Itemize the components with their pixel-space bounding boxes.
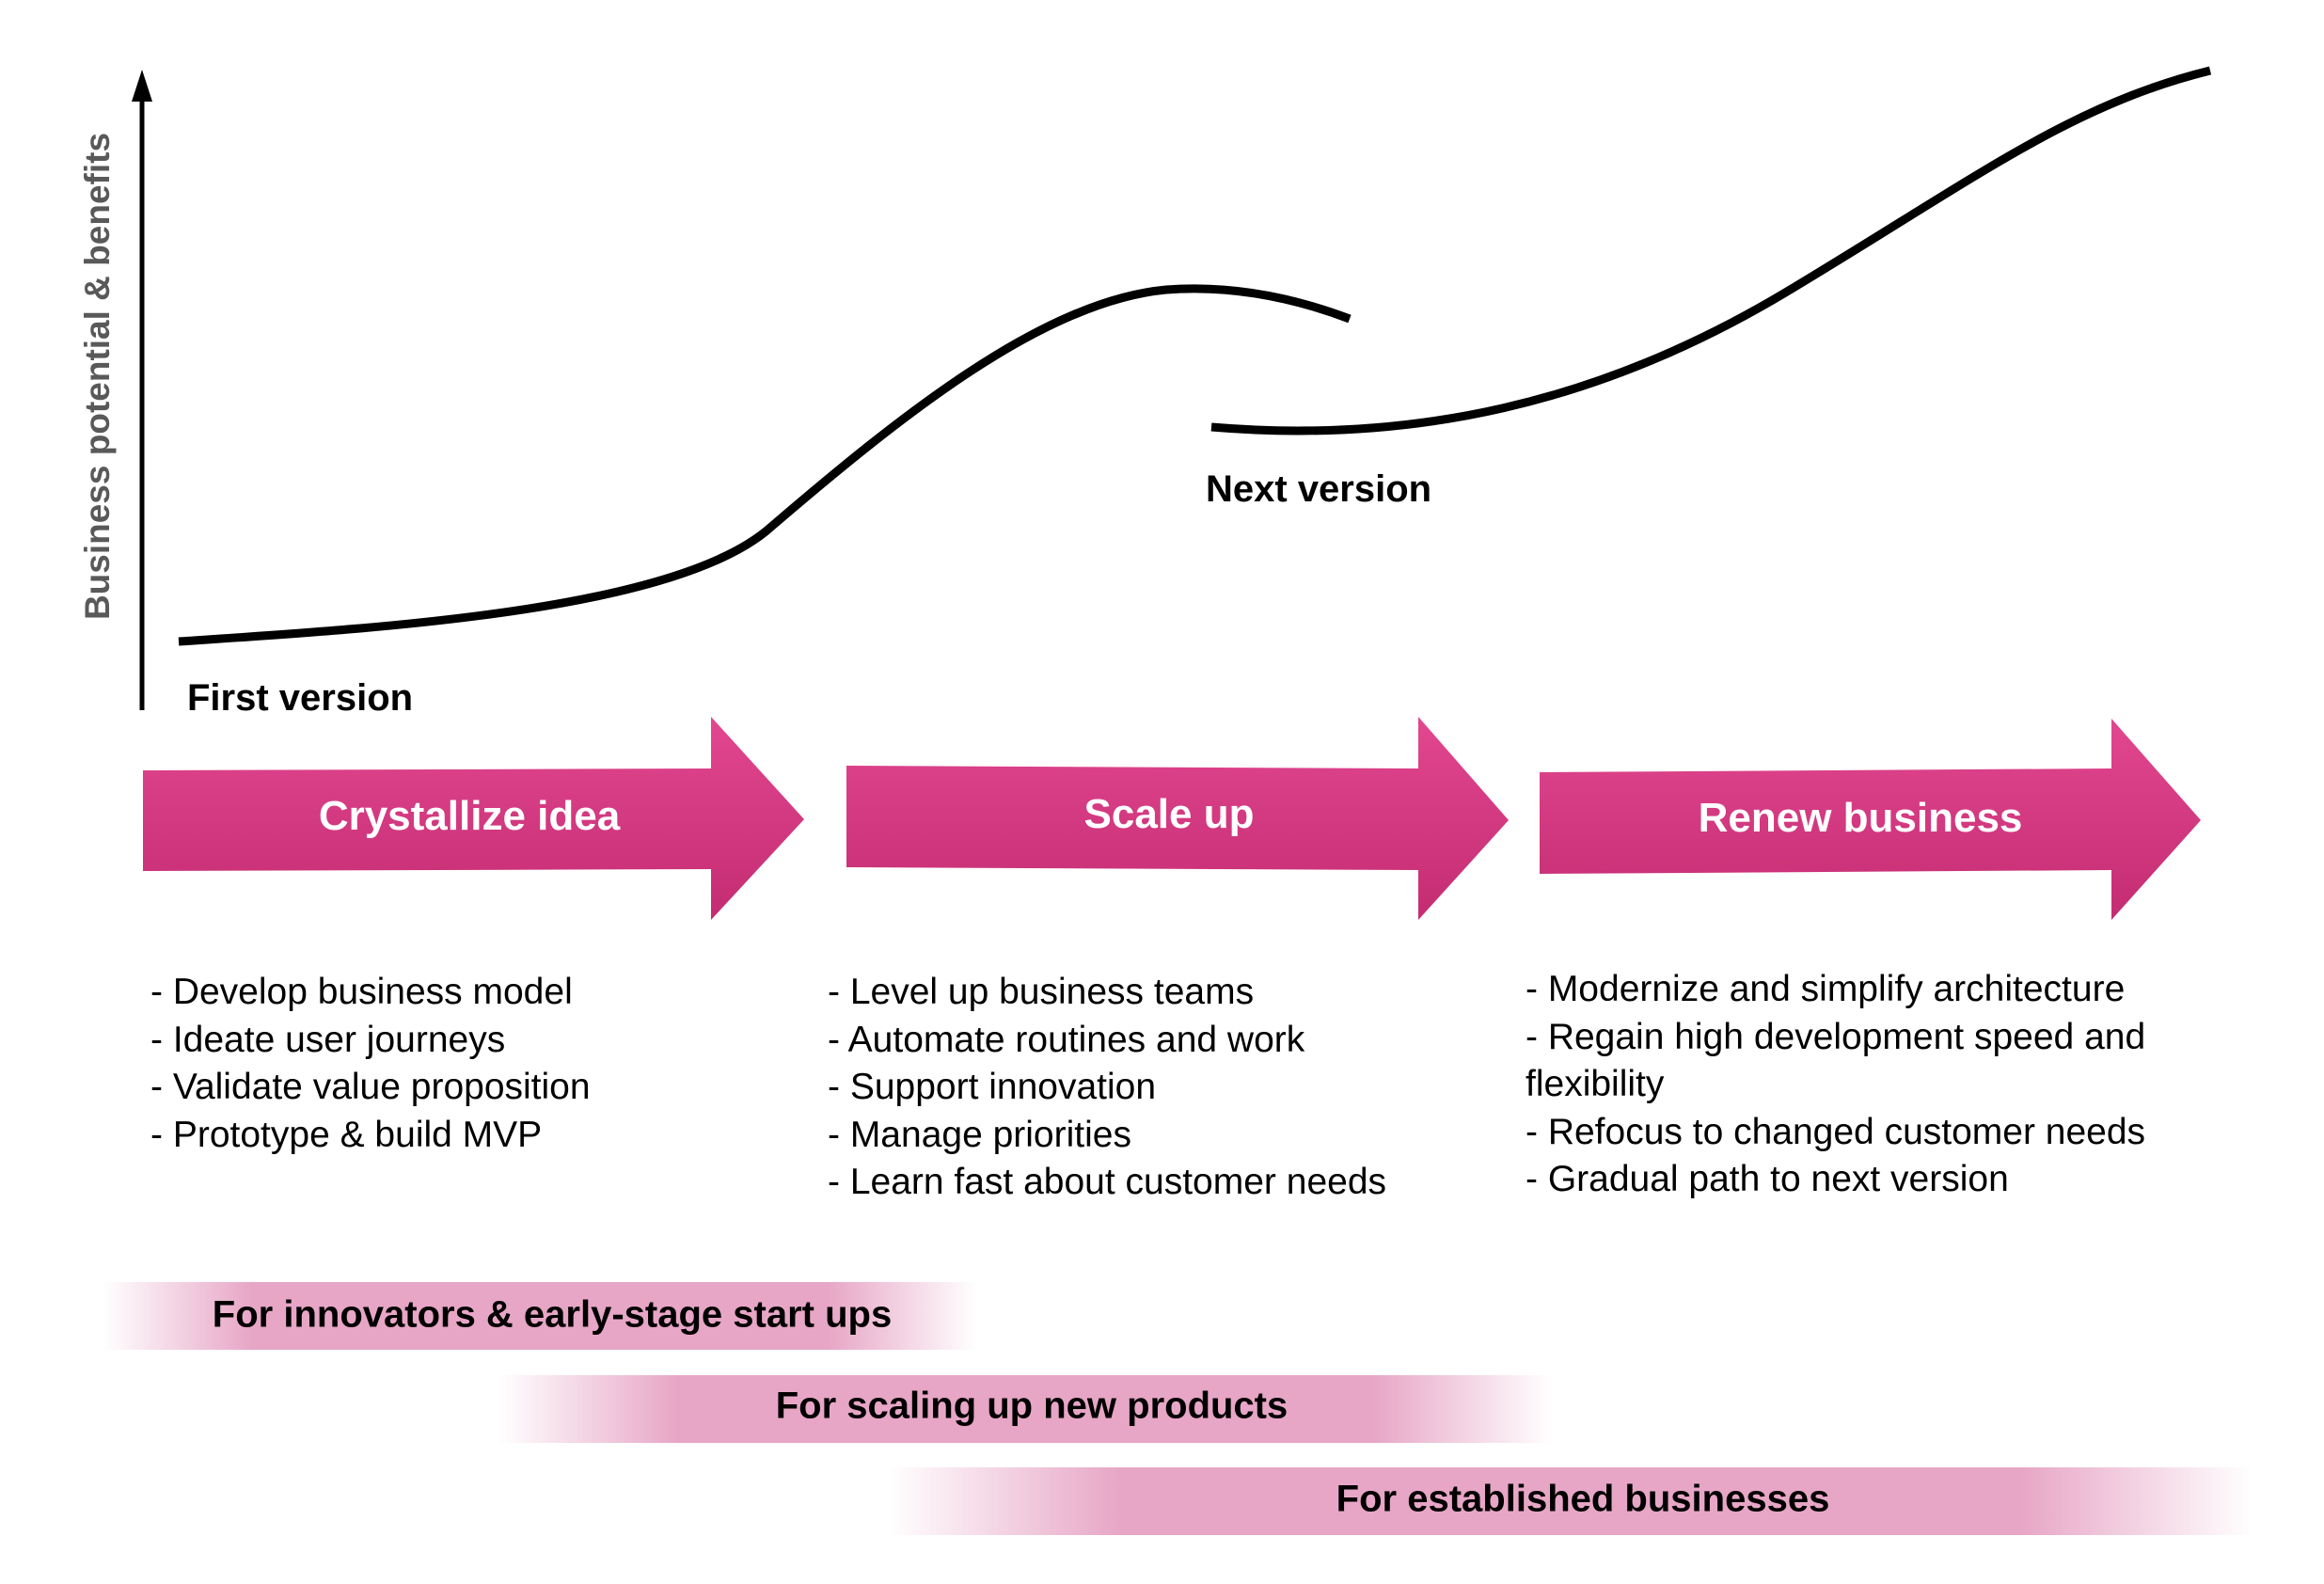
list-item: - Ideate user journeys xyxy=(150,1019,506,1060)
list-item: - Regain high development speed and flex… xyxy=(1526,1016,2146,1105)
first-version-curve xyxy=(178,284,1352,646)
list-item: - Automate routines and work xyxy=(828,1019,1305,1060)
audience-scaling: For scaling up new products xyxy=(775,1385,1288,1427)
stage-arrow-crystallize xyxy=(143,717,804,920)
list-item: - Refocus to changed customer needs xyxy=(1526,1111,2146,1152)
stage-title-scale-up: Scale up xyxy=(1083,791,1255,837)
stage-arrow-scale-up xyxy=(846,717,1509,920)
audience-established: For established businesses xyxy=(1336,1478,1830,1520)
list-item: - Gradual path to next version xyxy=(1526,1159,2009,1199)
list-item: - Level up business teams xyxy=(828,972,1255,1012)
list-item: - Support innovation xyxy=(828,1067,1157,1107)
first-version-label: First version xyxy=(187,677,414,719)
stage-list-crystallize: - Develop business model - Ideate user j… xyxy=(150,969,591,1159)
next-version-curve xyxy=(1210,66,2212,436)
list-item: - Learn fast about customer needs xyxy=(828,1162,1387,1202)
stage-title-crystallize: Crystallize idea xyxy=(318,793,621,839)
stage-list-renew: - Modernize and simplify architecture - … xyxy=(1526,966,2240,1204)
y-axis-label: Business potential & benefits xyxy=(78,132,117,621)
audience-band-innovators xyxy=(103,1282,976,1350)
list-item: - Validate value proposition xyxy=(150,1067,591,1107)
list-item: - Prototype & build MVP xyxy=(150,1114,543,1155)
list-item: - Manage priorities xyxy=(828,1114,1131,1155)
stage-arrow-renew xyxy=(1540,719,2201,920)
stage-list-scale-up: - Level up business teams - Automate rou… xyxy=(828,969,1386,1207)
y-axis-arrowhead xyxy=(132,70,152,102)
list-item: - Develop business model xyxy=(150,972,573,1012)
next-version-label: Next version xyxy=(1206,468,1432,510)
audience-band-established xyxy=(889,1467,2253,1535)
list-item: - Modernize and simplify architecture xyxy=(1526,969,2126,1009)
stage-title-renew: Renew business xyxy=(1698,795,2023,841)
audience-innovators: For innovators & early-stage start ups xyxy=(212,1293,893,1336)
audience-band-scaling xyxy=(498,1375,1552,1443)
